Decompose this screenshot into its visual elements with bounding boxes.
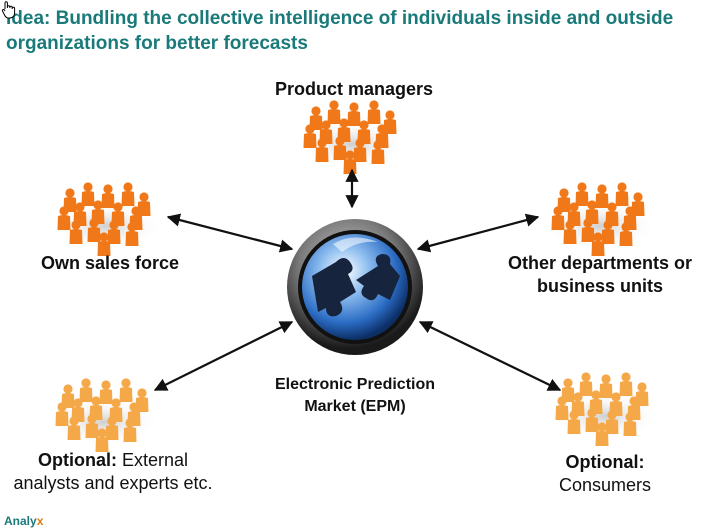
external-analysts-optional: Optional: [37, 450, 117, 470]
arrow-other-departments [416, 213, 540, 253]
own-sales-force-text: Own sales force [40, 253, 180, 273]
external-analysts-group-icon [48, 378, 160, 452]
page-title: Idea: Bundling the collective intelligen… [6, 8, 674, 54]
other-departments-label: Other departments or business units [480, 252, 712, 298]
consumers-label: Optional: Consumers [530, 451, 680, 497]
product-managers-group-icon [296, 100, 408, 174]
brand-logo-accent: x [36, 514, 44, 528]
center-label-line2: Market (EPM) [304, 398, 406, 415]
external-analysts-line2: analysts and experts etc. [13, 473, 213, 493]
arrow-external-analysts [153, 321, 294, 391]
external-analysts-line1: External [116, 450, 189, 470]
product-managers-label: Product managers [254, 78, 454, 101]
own-sales-force-label: Own sales force [20, 252, 200, 275]
center-label: Electronic Prediction Market (EPM) [250, 374, 460, 418]
hand-pointer-icon [1, 1, 16, 19]
arrow-consumers [418, 321, 562, 391]
other-departments-line2: business units [536, 276, 664, 296]
puzzle-globe-icon [287, 219, 423, 355]
arrow-own-sales-force [166, 213, 294, 253]
consumers-group-icon [548, 372, 660, 446]
other-departments-line1: Other departments or [507, 253, 693, 273]
product-managers-text: Product managers [274, 79, 434, 99]
center-label-line1: Electronic Prediction [274, 376, 436, 393]
own-sales-force-group-icon [50, 182, 162, 256]
consumers-optional: Optional: [565, 452, 645, 472]
brand-logo: Analyx [4, 514, 43, 528]
brand-logo-main: Analy [4, 514, 37, 528]
external-analysts-label: Optional: External analysts and experts … [0, 449, 226, 495]
consumers-line2: Consumers [558, 475, 652, 495]
other-departments-group-icon [544, 182, 656, 256]
